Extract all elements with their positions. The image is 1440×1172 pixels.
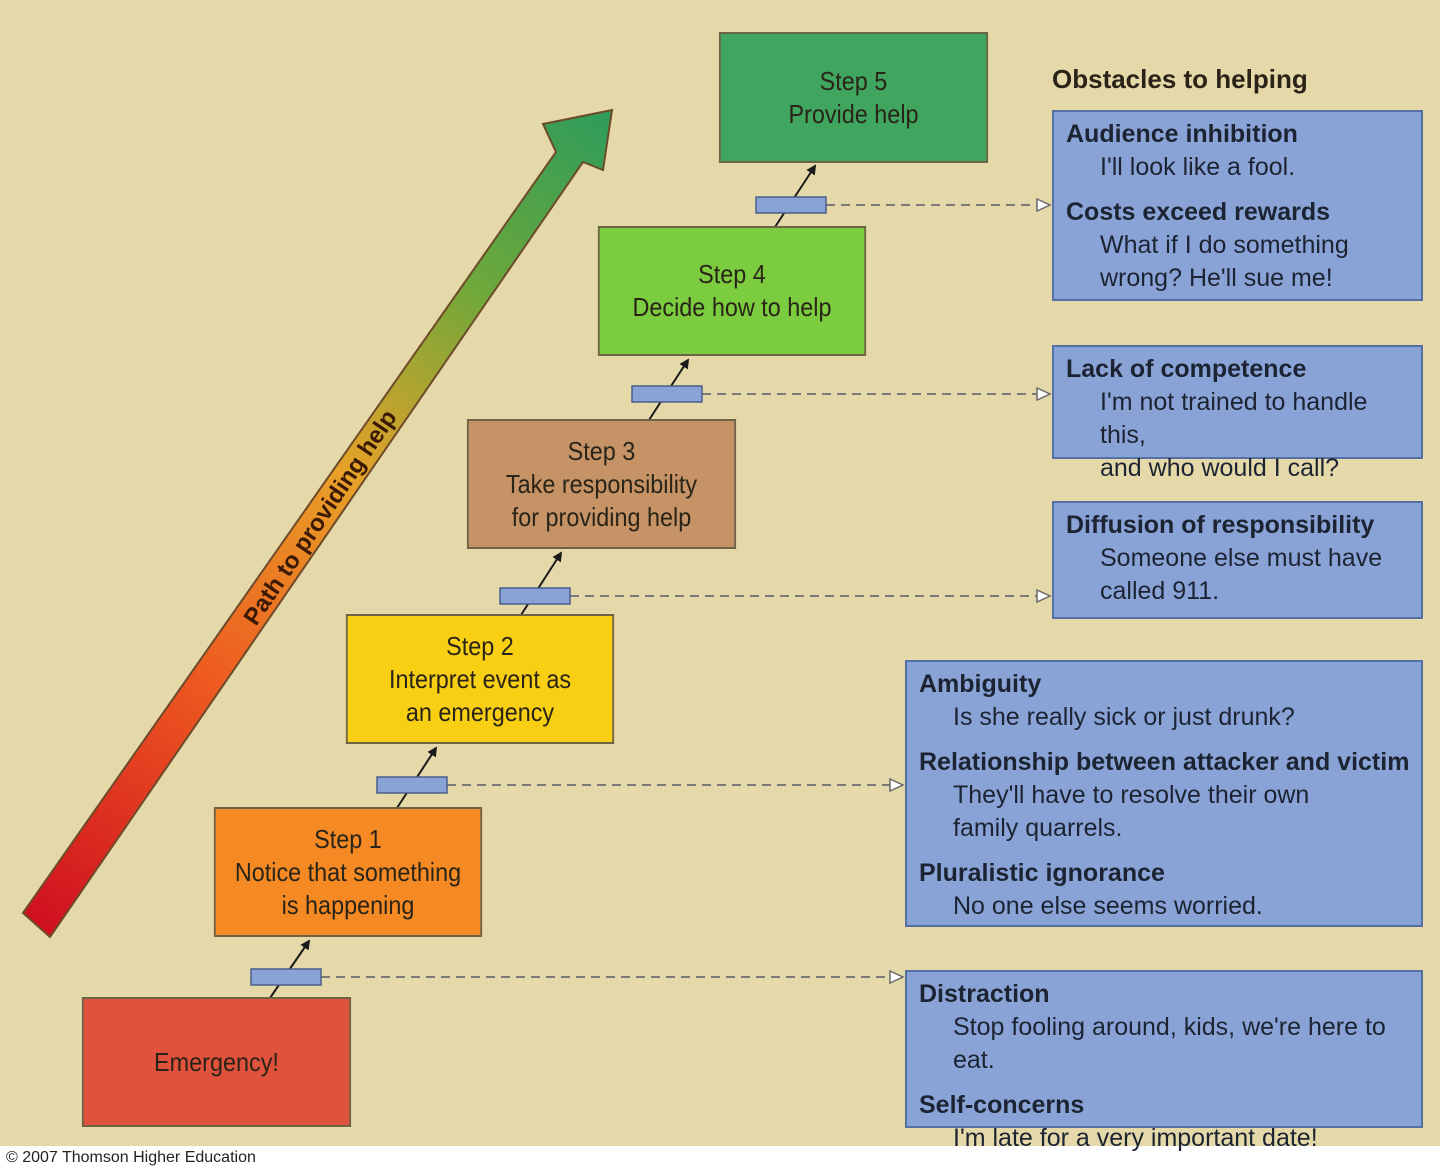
obstacle-heading: Pluralistic ignorance	[919, 859, 1165, 887]
obstacles-title: Obstacles to helping	[1052, 64, 1308, 94]
path-to-help-arrow	[21, 108, 614, 939]
obstacle-gate	[376, 776, 448, 794]
obstacle-box-2: Ambiguity Is she really sick or just drun…	[905, 660, 1423, 927]
obstacle-heading: Costs exceed rewards	[1066, 198, 1331, 226]
obstacle-heading: Self-concerns	[919, 1091, 1085, 1119]
obstacle-example: No one else seems worried.	[953, 892, 1263, 920]
obstacle-example: Stop fooling around, kids, we're here to…	[953, 1013, 1386, 1074]
step-text: Step 1	[314, 823, 382, 854]
step-text: Step 4	[698, 259, 766, 289]
obstacle-heading: Distraction	[919, 980, 1050, 1008]
step-text: is happening	[281, 889, 415, 920]
step-arrow	[520, 551, 563, 616]
obstacle-gate	[631, 385, 703, 403]
step-text: an emergency	[405, 696, 555, 727]
step-box-emergency: Emergency!	[81, 997, 352, 1127]
obstacle-example: They'll have to resolve their own family…	[953, 781, 1310, 842]
step-text: Step 3	[567, 435, 636, 466]
step-text: Interpret event as	[388, 663, 572, 694]
obstacle-heading: Lack of competence	[1066, 355, 1307, 383]
step-text: Decide how to help	[632, 292, 832, 322]
obstacle-gate	[755, 196, 827, 214]
obstacle-example: What if I do something wrong? He'll sue …	[1100, 231, 1349, 292]
copyright-credit: © 2007 Thomson Higher Education	[6, 1149, 256, 1166]
step-text: Provide help	[788, 98, 919, 129]
step-text: for providing help	[511, 501, 692, 532]
obstacle-example: I'm not trained to handle this, and who …	[1100, 388, 1368, 482]
obstacle-item: Pluralistic ignorance No one else seems w…	[919, 857, 1409, 923]
obstacle-example: I'll look like a fool.	[1100, 153, 1296, 181]
obstacle-example: I'm late for a very important date!	[953, 1124, 1318, 1152]
step-text: Step 5	[819, 65, 888, 96]
step-text: Step 2	[446, 630, 514, 661]
obstacle-example: Is she really sick or just drunk?	[953, 703, 1295, 731]
step-text: Notice that something	[234, 856, 462, 887]
obstacle-heading: Diffusion of responsibility	[1066, 511, 1375, 539]
obstacle-heading: Ambiguity	[919, 670, 1042, 698]
obstacle-gate	[499, 587, 571, 605]
obstacle-gate	[250, 968, 322, 986]
obstacle-item: Relationship between attacker and victim…	[919, 746, 1409, 845]
step-text: Emergency!	[154, 1046, 279, 1077]
connector-layer	[21, 108, 1440, 999]
obstacle-heading: Relationship between attacker and victim	[919, 748, 1410, 776]
obstacle-heading: Audience inhibition	[1066, 120, 1298, 148]
obstacle-item: Ambiguity Is she really sick or just drun…	[919, 668, 1409, 734]
step-text: Take responsibility	[505, 468, 698, 499]
obstacle-example: Someone else must have called 911.	[1100, 544, 1383, 605]
